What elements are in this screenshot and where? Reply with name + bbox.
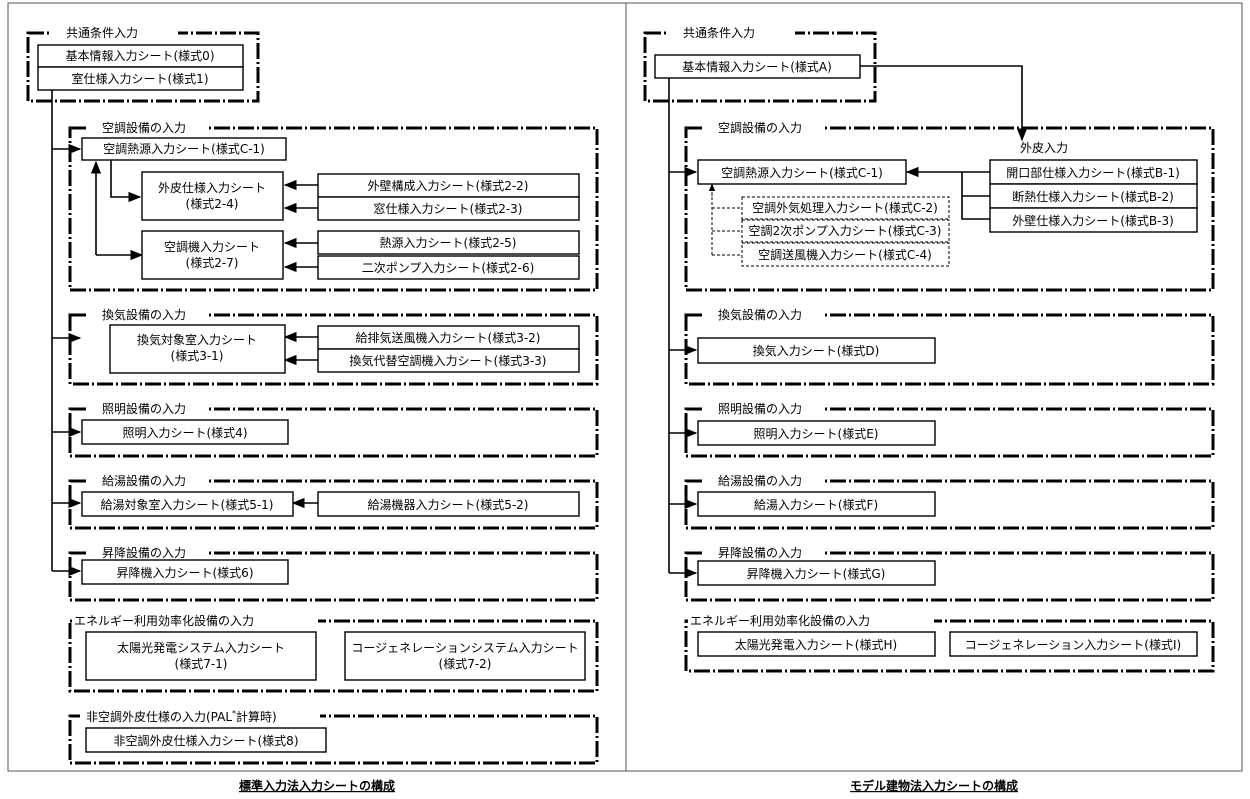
svg-text:換気入力シート(様式D): 換気入力シート(様式D): [753, 343, 880, 358]
right-pump2-sheet: [741, 219, 950, 243]
right-group-frame-ac: [684, 126, 1215, 292]
svg-text:外皮仕様入力シート: 外皮仕様入力シート: [158, 181, 266, 195]
left-room-spec-sheet: [37, 66, 244, 91]
svg-text:二次ポンプ入力シート(様式2-6): 二次ポンプ入力シート(様式2-6): [362, 261, 535, 275]
left-ac-source-sheet: [81, 137, 287, 161]
right-group-elev-label: 昇降設備の入力: [718, 545, 802, 560]
left-hw-room-sheet: [81, 491, 294, 517]
svg-text:(様式7-2): (様式7-2): [439, 657, 492, 671]
left-diagram: 共通条件入力 空調設備の入力 換気設備の入力 照明設備の入力 給湯設備の入力 昇…: [26, 24, 599, 793]
svg-text:窓仕様入力シート(様式2-3): 窓仕様入力シート(様式2-3): [374, 201, 523, 216]
right-light-sheet: [697, 420, 936, 446]
svg-text:(様式2-4): (様式2-4): [186, 197, 239, 211]
left-group-nonac-label: 非空調外皮仕様の入力(PAL*計算時): [86, 709, 277, 724]
svg-text:空調送風機入力シート(様式C-4): 空調送風機入力シート(様式C-4): [758, 247, 932, 262]
left-group-frame-elev: [68, 551, 599, 602]
svg-text:(様式2-7): (様式2-7): [186, 256, 239, 270]
svg-text:空調外気処理入力シート(様式C-2): 空調外気処理入力シート(様式C-2): [752, 200, 938, 215]
left-group-hw-label: 給湯設備の入力: [102, 473, 186, 488]
svg-text:給湯機器入力シート(様式5-2): 給湯機器入力シート(様式5-2): [368, 497, 529, 512]
left-ac-unit-sheet: [141, 230, 284, 280]
left-group-energy-label: エネルギー利用効率化設備の入力: [74, 613, 254, 628]
left-group-frame-nonac: [68, 714, 599, 765]
left-group-frame-energy: [68, 619, 599, 693]
svg-text:給湯入力シート(様式F): 給湯入力シート(様式F): [754, 498, 878, 512]
svg-text:コージェネレーションシステム入力シート: コージェネレーションシステム入力シート: [351, 641, 578, 655]
right-pv-sheet: [697, 631, 936, 657]
left-basic-info-label: 基本情報入力シート(様式0): [66, 49, 215, 63]
svg-text:換気対象室入力シート: 換気対象室入力シート: [137, 332, 257, 347]
svg-text:コージェネレーション入力シート(様式I): コージェネレーション入力シート(様式I): [965, 638, 1181, 652]
right-wall-sheet: [989, 207, 1198, 233]
right-basic-info-sheet: [654, 54, 861, 79]
svg-text:断熱仕様入力シート(様式B-2): 断熱仕様入力シート(様式B-2): [1012, 189, 1174, 204]
svg-text:(様式7-1): (様式7-1): [175, 657, 228, 671]
left-group-ac-label: 空調設備の入力: [102, 120, 186, 135]
svg-text:給排気送風機入力シート(様式3-2): 給排気送風機入力シート(様式3-2): [356, 330, 541, 345]
right-group-vent-label: 換気設備の入力: [718, 307, 802, 322]
svg-text:空調2次ポンプ入力シート(様式C-3): 空調2次ポンプ入力シート(様式C-3): [749, 224, 942, 238]
svg-text:換気代替空調機入力シート(様式3-3): 換気代替空調機入力シート(様式3-3): [350, 353, 547, 368]
right-fan-sheet: [741, 242, 950, 267]
svg-text:(様式3-1): (様式3-1): [171, 349, 224, 363]
right-group-light-label: 照明設備の入力: [718, 401, 802, 416]
left-vent-ac-sheet: [317, 348, 580, 373]
left-group-common-label: 共通条件入力: [66, 26, 138, 40]
right-group-common-label: 共通条件入力: [683, 26, 755, 40]
left-cogen-sheet: [344, 631, 586, 681]
left-hw-equip-sheet: [317, 491, 580, 517]
right-cogen-sheet: [949, 631, 1198, 657]
svg-text:空調熱源入力シート(様式C-1): 空調熱源入力シート(様式C-1): [103, 142, 265, 156]
left-elev-sheet: [81, 559, 289, 585]
svg-text:開口部仕様入力シート(様式B-1): 開口部仕様入力シート(様式B-1): [1006, 165, 1180, 180]
svg-text:基本情報入力シート(様式A): 基本情報入力シート(様式A): [682, 60, 832, 74]
right-envelope-label: 外皮入力: [1020, 141, 1068, 155]
left-light-sheet: [81, 419, 289, 445]
left-footer-caption: 標準入力法入力シートの構成: [239, 778, 395, 793]
svg-text:給湯対象室入力シート(様式5-1): 給湯対象室入力シート(様式5-1): [101, 497, 274, 512]
left-envelope-sheet: [141, 171, 284, 221]
right-vent-sheet: [697, 337, 936, 364]
left-group-elev-label: 昇降設備の入力: [102, 545, 186, 560]
svg-text:昇降機入力シート(様式G): 昇降機入力シート(様式G): [747, 566, 886, 581]
left-group-frame-ac: [68, 126, 599, 292]
left-pump2-sheet: [317, 255, 580, 280]
svg-text:熱源入力シート(様式2-5): 熱源入力シート(様式2-5): [380, 236, 517, 250]
svg-text:非空調外皮仕様入力シート(様式8): 非空調外皮仕様入力シート(様式8): [114, 734, 299, 748]
left-pv-sheet: [85, 631, 317, 681]
left-group-vent-label: 換気設備の入力: [102, 307, 186, 322]
svg-text:太陽光発電システム入力シート: 太陽光発電システム入力シート: [117, 640, 285, 655]
left-vent-room-sheet: [109, 324, 286, 374]
right-footer-caption: モデル建物法入力シートの構成: [850, 778, 1018, 793]
svg-text:照明入力シート(様式4): 照明入力シート(様式4): [123, 426, 248, 440]
svg-text:太陽光発電入力シート(様式H): 太陽光発電入力シート(様式H): [735, 637, 897, 652]
right-group-hw-label: 給湯設備の入力: [718, 473, 802, 488]
right-hw-sheet: [697, 491, 936, 517]
right-group-ac-label: 空調設備の入力: [718, 120, 802, 135]
left-room-spec-label: 室仕様入力シート(様式1): [72, 71, 209, 86]
right-elev-sheet: [697, 560, 936, 586]
right-panel: [625, 2, 1243, 772]
right-group-energy-label: エネルギー利用効率化設備の入力: [690, 613, 870, 628]
svg-text:昇降機入力シート(様式6): 昇降機入力シート(様式6): [117, 565, 254, 580]
svg-text:空調機入力シート: 空調機入力シート: [164, 239, 260, 254]
left-window-sheet: [317, 196, 580, 221]
right-ac-source-sheet: [697, 159, 907, 185]
left-nonac-sheet: [85, 727, 327, 753]
svg-text:外壁構成入力シート(様式2-2): 外壁構成入力シート(様式2-2): [368, 178, 529, 193]
svg-text:外壁仕様入力シート(様式B-3): 外壁仕様入力シート(様式B-3): [1012, 213, 1174, 228]
left-heat-source-sheet: [317, 230, 580, 255]
svg-text:空調熱源入力シート(様式C-1): 空調熱源入力シート(様式C-1): [721, 166, 883, 180]
right-diagram: 共通条件入力 空調設備の入力 換気設備の入力 照明設備の入力 給湯設備の入力 昇…: [643, 24, 1215, 793]
left-group-light-label: 照明設備の入力: [102, 401, 186, 416]
svg-text:照明入力シート(様式E): 照明入力シート(様式E): [754, 427, 879, 441]
right-oa-sheet: [741, 196, 950, 220]
left-group-frame-vent: [68, 313, 599, 386]
right-group-frame-energy: [684, 619, 1215, 673]
